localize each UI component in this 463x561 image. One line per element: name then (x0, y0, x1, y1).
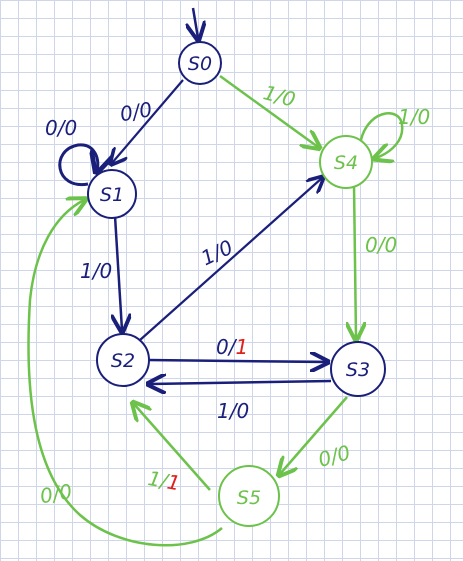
label-s5-s2-output: 1 (165, 469, 182, 495)
edge-s4-s3 (354, 184, 356, 338)
state-s5-label: S5 (237, 487, 261, 509)
state-s4-label: S4 (334, 152, 358, 174)
label-s0-s4: 1/0 (261, 80, 298, 112)
edge-s5-s1 (27, 200, 223, 547)
state-s1-label: S1 (100, 184, 124, 206)
label-s2-s3-input: 0/ (216, 335, 238, 359)
edge-s0-s4 (219, 74, 318, 147)
edge-s1-s2 (115, 215, 122, 330)
edge-s2-s3 (147, 360, 326, 362)
edge-s1-self-loop (58, 143, 98, 187)
state-s2-label: S2 (111, 350, 135, 372)
state-s0: S0 (178, 41, 222, 85)
label-s4-self: 1/0 (398, 105, 430, 129)
label-s1-self: 0/0 (45, 116, 77, 140)
edge-s3-s2 (150, 381, 332, 384)
edge-s0-s1 (112, 79, 184, 163)
edge-s5-s2 (134, 404, 211, 491)
state-s1: S1 (87, 169, 137, 219)
start-arrow (193, 7, 198, 38)
edge-s2-s4 (139, 178, 322, 341)
label-s1-s2: 1/0 (80, 259, 112, 283)
edge-s3-s5 (280, 396, 348, 474)
label-s4-s3: 0/0 (365, 233, 397, 257)
label-s0-s1: 0/0 (118, 97, 154, 126)
state-s5: S5 (218, 465, 280, 527)
label-s2-s3-output: 1 (235, 335, 248, 359)
state-s4: S4 (319, 135, 373, 189)
state-s3-label: S3 (346, 359, 370, 381)
state-s3: S3 (330, 341, 386, 397)
label-s5-s1: 0/0 (38, 479, 74, 508)
state-s2: S2 (96, 333, 150, 387)
label-s5-s2: 1/1 (146, 466, 182, 495)
state-s0-label: S0 (188, 53, 212, 75)
label-s2-s3: 0/1 (216, 335, 248, 359)
label-s3-s2: 1/0 (217, 399, 249, 423)
edge-s4-self-loop (358, 112, 404, 158)
label-s3-s5: 0/0 (316, 440, 353, 472)
label-s2-s4: 1/0 (197, 235, 236, 270)
